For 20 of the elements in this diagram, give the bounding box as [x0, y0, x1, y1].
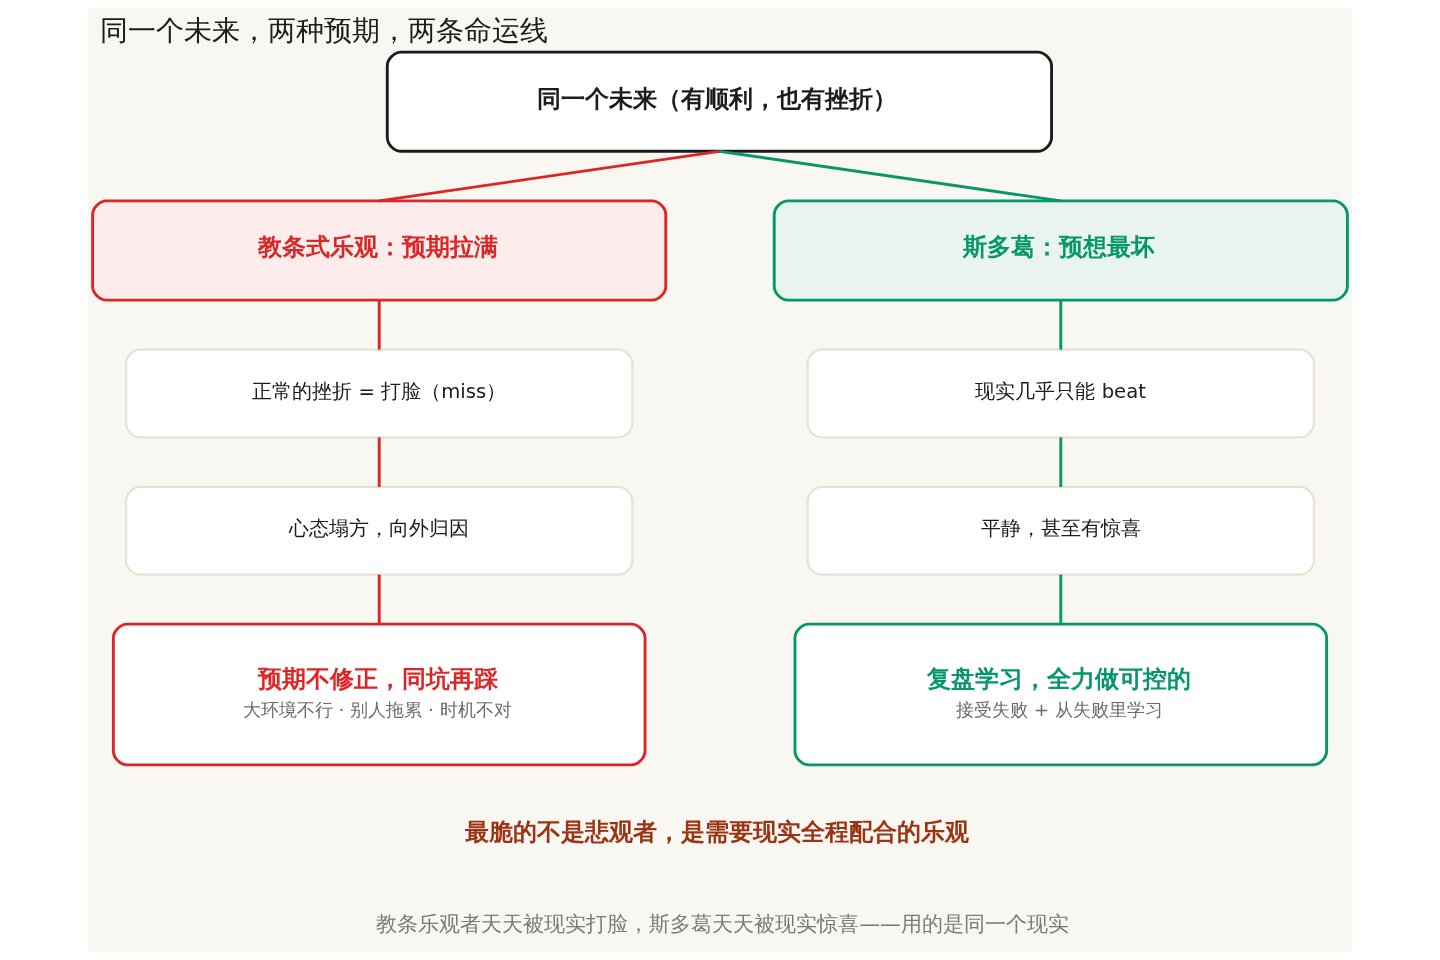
connector	[719, 149, 1061, 203]
node-box: 斯多葛：预想最坏	[772, 199, 1349, 302]
connector	[377, 437, 381, 487]
node-box: 正常的挫折 = 打脸（miss）	[124, 348, 634, 439]
node-box: 同一个未来（有顺利，也有挫折）	[385, 50, 1053, 153]
node-box: 心态塌方，向外归因	[124, 485, 634, 576]
node-box: 平静，甚至有惊喜	[806, 485, 1316, 576]
label: 教条乐观者天天被现实打脸，斯多葛天天被现实惊喜——用的是同一个现实	[376, 912, 1069, 937]
diagram-title: 同一个未来，两种预期，两条命运线	[99, 13, 548, 47]
connector	[377, 300, 381, 350]
node-box: 复盘学习，全力做可控的 接受失败 + 从失败里学习	[793, 622, 1329, 767]
connector	[379, 149, 720, 203]
node-box: 现实几乎只能 beat	[806, 348, 1316, 439]
connector	[1059, 437, 1063, 487]
node-box: 教条式乐观：预期拉满	[91, 199, 668, 302]
label: 最脆的不是悲观者，是需要现实全程配合的乐观	[464, 817, 969, 847]
node-box: 预期不修正，同坑再踩 大环境不行 · 别人拖累 · 时机不对	[111, 622, 647, 767]
connector	[1059, 574, 1063, 625]
connector	[377, 574, 381, 625]
connector	[1059, 300, 1063, 350]
